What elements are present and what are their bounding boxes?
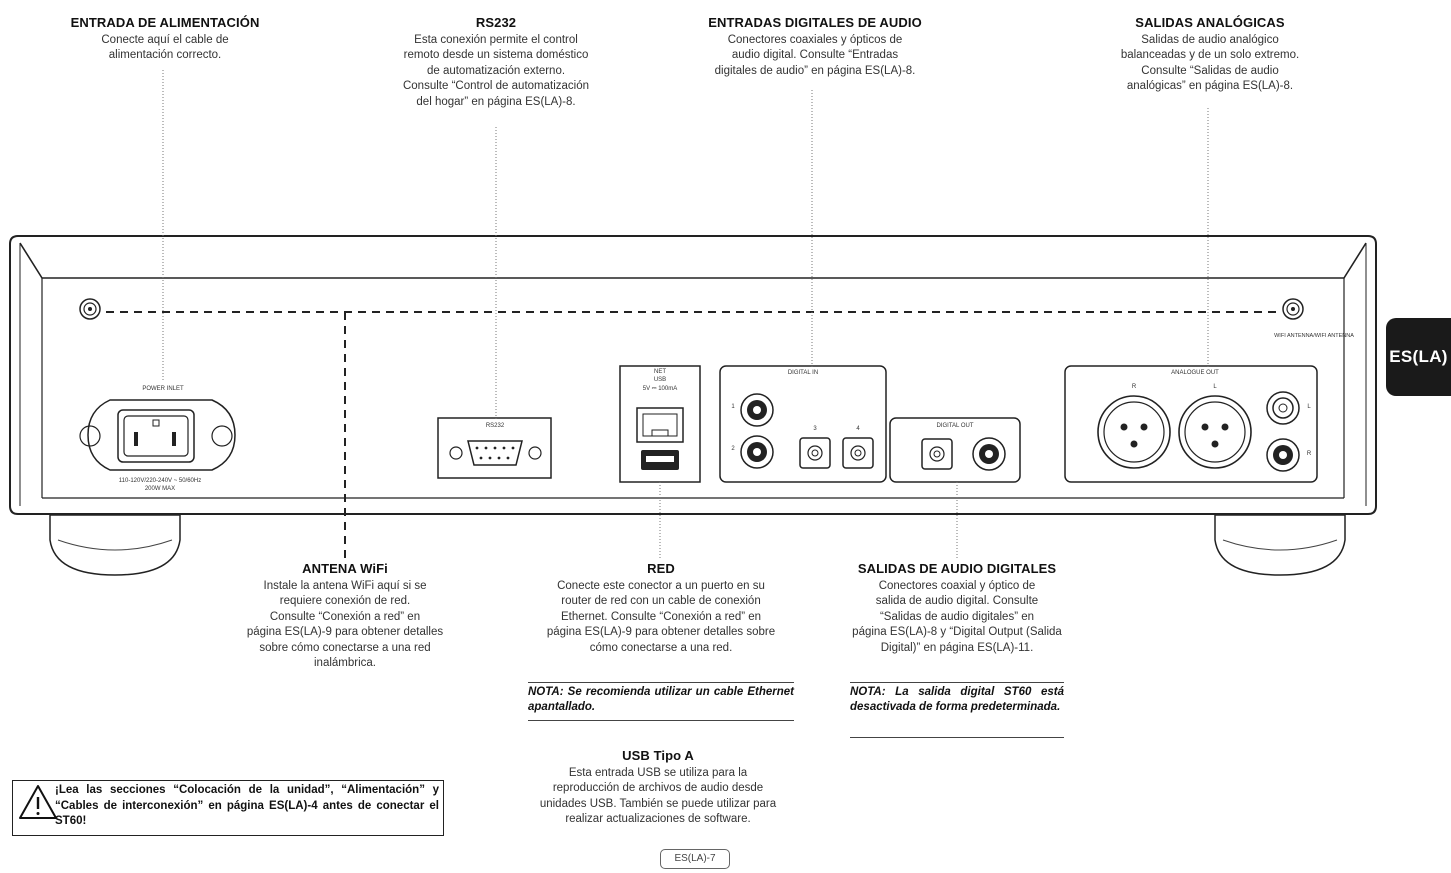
callout-analog-out-line: Consulte “Salidas de audio	[1141, 64, 1279, 77]
power-max-label: 200W MAX	[144, 486, 176, 492]
callout-network: RED Conecte este conector a un puerto en…	[522, 561, 800, 656]
rca-l-label: L	[1307, 404, 1311, 410]
note-digital-out-text: NOTA: La salida digital ST60 está desact…	[850, 686, 1064, 713]
net-label: NET	[654, 369, 666, 375]
digital-out-block	[889, 417, 1021, 483]
callout-usb-line: Esta entrada USB se utiliza para la	[568, 766, 748, 779]
usb-label: USB	[653, 377, 667, 383]
callout-usb: USB Tipo A Esta entrada USB se utiliza p…	[500, 748, 816, 828]
analogue-r-label: R	[1131, 384, 1137, 390]
input-4-label: 4	[856, 426, 860, 432]
note-ethernet-text: NOTA: Se recomienda utilizar un cable Et…	[528, 686, 794, 713]
callout-digital-in-line: Conectores coaxiales y ópticos de	[727, 33, 903, 46]
callout-network-title: RED	[647, 561, 675, 576]
callout-digital-out-line: Conectores coaxial y óptico de	[878, 579, 1036, 592]
digital-out-label: DIGITAL OUT	[936, 423, 974, 429]
callout-usb-line: realizar actualizaciones de software.	[565, 813, 751, 825]
analogue-l-label: L	[1213, 384, 1217, 390]
language-tab: ES(LA)	[1386, 318, 1451, 396]
callout-usb-line: unidades USB. También se puede utilizar …	[539, 797, 777, 810]
wifi-antenna-panel-label: WIFI ANTENNA/WIFI ANTENNA	[1274, 333, 1354, 339]
callout-rs232-line: remoto desde un sistema doméstico	[403, 49, 589, 61]
digital-in-block	[719, 365, 887, 483]
callout-digital-out-line: salida de audio digital. Consulte	[875, 595, 1039, 607]
usb-rating-label: 5V ⎓ 100mA	[642, 386, 678, 392]
callout-network-line: Ethernet. Consulte “Conexión a red” en	[560, 610, 762, 623]
callout-network-line: Conecte este conector a un puerto en su	[557, 579, 765, 592]
callout-wifi-line: inalámbrica.	[314, 657, 376, 669]
callout-power-line: Conecte aquí el cable de	[101, 33, 229, 46]
callout-wifi: ANTENA WiFi Instale la antena WiFi aquí …	[228, 561, 462, 672]
callout-rs232-line: del hogar” en página ES(LA)-8.	[416, 95, 576, 108]
callout-power-line: alimentación correcto.	[108, 49, 222, 61]
callout-rs232-line: de automatización externo.	[426, 64, 566, 77]
analogue-out-label: ANALOGUE OUT	[1171, 370, 1219, 376]
callout-power-title: ENTRADA DE ALIMENTACIÓN	[70, 15, 260, 30]
callout-power: ENTRADA DE ALIMENTACIÓN Conecte aquí el …	[40, 15, 290, 64]
callout-wifi-title: ANTENA WiFi	[302, 561, 388, 576]
callout-rs232: RS232 Esta conexión permite el control r…	[370, 15, 622, 110]
warning-box: ¡Lea las secciones “Colocación de la uni…	[12, 780, 444, 836]
callout-network-line: página ES(LA)-9 para obtener detalles so…	[546, 626, 776, 638]
callout-analog-out: SALIDAS ANALÓGICAS Salidas de audio anal…	[1090, 15, 1330, 95]
digital-in-label: DIGITAL IN	[787, 370, 819, 376]
page-number: ES(LA)-7	[660, 849, 730, 869]
rs232-port	[437, 417, 552, 479]
power-inlet	[79, 399, 236, 471]
callout-usb-title: USB Tipo A	[622, 748, 694, 763]
input-2-label: 2	[731, 446, 735, 452]
voltage-label: 110-120V/220-240V ~ 50/60Hz	[118, 478, 202, 484]
note-digital-out: NOTA: La salida digital ST60 está desact…	[850, 682, 1064, 739]
power-inlet-label: POWER INLET	[142, 386, 184, 392]
callout-wifi-line: requiere conexión de red.	[279, 595, 411, 607]
callout-analog-out-line: balanceadas y de un solo extremo.	[1120, 49, 1300, 61]
callout-rs232-title: RS232	[475, 15, 517, 30]
warning-triangle-icon	[19, 785, 57, 819]
input-1-label: 1	[731, 404, 735, 410]
callout-digital-in-line: digitales de audio” en página ES(LA)-8.	[714, 64, 916, 77]
leader-lines	[162, 70, 1209, 560]
note-ethernet: NOTA: Se recomienda utilizar un cable Et…	[528, 682, 794, 721]
callout-digital-in: ENTRADAS DIGITALES DE AUDIO Conectores c…	[690, 15, 940, 79]
callout-usb-line: reproducción de archivos de audio desde	[552, 782, 764, 794]
left-foot	[49, 514, 181, 576]
callout-wifi-line: Instale la antena WiFi aquí si se	[263, 579, 427, 592]
callout-digital-out-line: “Salidas de audio digitales” en	[879, 610, 1035, 623]
callout-analog-out-title: SALIDAS ANALÓGICAS	[1135, 15, 1285, 30]
callout-digital-in-line: audio digital. Consulte “Entradas	[731, 49, 899, 61]
rs232-panel-label: RS232	[485, 423, 505, 429]
callout-rs232-line: Esta conexión permite el control	[414, 33, 578, 46]
callout-digital-out-line: Digital)” en página ES(LA)-11.	[880, 641, 1034, 654]
callout-wifi-line: página ES(LA)-9 para obtener detalles	[246, 626, 444, 638]
analogue-out-block	[1064, 365, 1318, 483]
input-3-label: 3	[813, 426, 817, 432]
callout-digital-out-line: página ES(LA)-8 y “Digital Output (Salid…	[852, 626, 1062, 638]
callout-wifi-line: Consulte “Conexión a red” en	[269, 610, 421, 623]
callout-network-line: cómo conectarse a una red.	[589, 641, 733, 654]
callout-wifi-line: sobre cómo conectarse a una red	[259, 641, 431, 654]
callout-digital-in-title: ENTRADAS DIGITALES DE AUDIO	[708, 15, 922, 30]
callout-analog-out-line: Salidas de audio analógico	[1141, 33, 1279, 46]
warning-text: ¡Lea las secciones “Colocación de la uni…	[55, 784, 439, 827]
callout-network-line: router de red con un cable de conexión	[561, 595, 761, 607]
network-usb-block	[619, 365, 701, 483]
right-antenna-connector	[1282, 298, 1304, 320]
callout-digital-out: SALIDAS DE AUDIO DIGITALES Conectores co…	[836, 561, 1078, 656]
callout-digital-out-title: SALIDAS DE AUDIO DIGITALES	[857, 561, 1057, 576]
left-antenna-connector	[79, 298, 101, 320]
right-foot	[1214, 514, 1346, 576]
callout-rs232-line: Consulte “Control de automatización	[402, 80, 590, 92]
rca-r-label: R	[1306, 451, 1312, 457]
callout-analog-out-line: analógicas” en página ES(LA)-8.	[1126, 80, 1294, 92]
